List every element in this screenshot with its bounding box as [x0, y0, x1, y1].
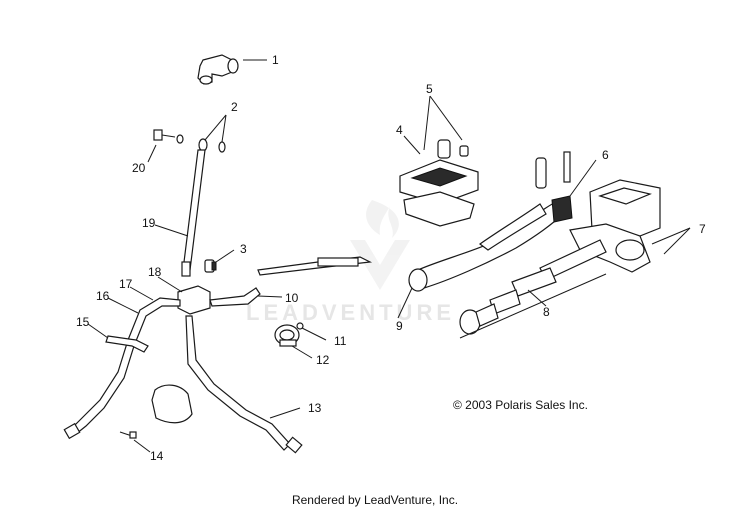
callout-13: 13	[308, 401, 322, 415]
callout-6: 6	[602, 148, 609, 162]
hose-clamp-part-11-12	[274, 322, 327, 359]
callout-2: 2	[231, 100, 238, 114]
piston-assembly-part-8	[459, 239, 607, 339]
callout-16: 16	[96, 289, 110, 303]
callout-19: 19	[142, 216, 156, 230]
tee-fitting-part-1	[197, 54, 267, 85]
short-line-part-10	[209, 287, 283, 307]
callout-7: 7	[699, 222, 706, 236]
watermark-logo	[350, 200, 410, 290]
callout-15: 15	[76, 315, 90, 329]
junction-block-part-18	[157, 276, 211, 315]
control-cable	[257, 256, 373, 276]
watermark-text: LEADVENTURE	[246, 300, 456, 325]
reservoir-cap-part-4-5	[399, 95, 479, 227]
callout-5: 5	[426, 82, 433, 96]
callout-18: 18	[148, 265, 162, 279]
footer-credit: Rendered by LeadVenture, Inc.	[291, 493, 459, 507]
callout-1: 1	[272, 53, 279, 67]
clip-part-14	[119, 384, 193, 453]
master-cylinder-part-6-7	[535, 151, 691, 273]
callout-4: 4	[396, 123, 403, 137]
callout-8: 8	[543, 305, 550, 319]
callout-10: 10	[285, 291, 299, 305]
callout-17: 17	[119, 277, 133, 291]
copyright-text: © 2003 Polaris Sales Inc.	[453, 398, 588, 412]
brake-hose-part-13	[185, 315, 303, 454]
brake-hose-part-16-17	[63, 286, 181, 440]
callout-11: 11	[334, 334, 347, 348]
callout-20: 20	[132, 161, 146, 175]
brake-line-part-19	[154, 149, 206, 277]
callout-12: 12	[316, 353, 330, 367]
banjo-bolt-part-2-20	[147, 114, 227, 163]
callout-9: 9	[396, 319, 403, 333]
callout-14: 14	[150, 449, 164, 463]
callout-3: 3	[240, 242, 247, 256]
bleeder-valve-part-3	[204, 249, 235, 273]
